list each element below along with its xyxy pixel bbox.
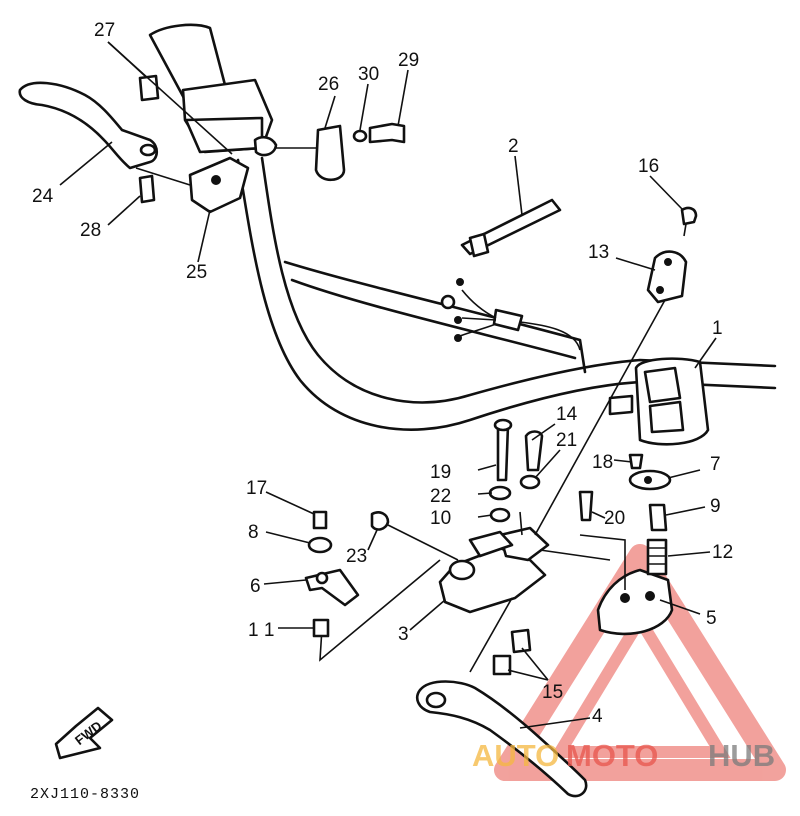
band-strap <box>460 198 562 258</box>
label-29: 29 <box>398 50 419 71</box>
label-8: 8 <box>248 522 259 543</box>
label-23: 23 <box>346 546 367 567</box>
label-11: 1 1 <box>248 620 274 641</box>
watermark-hub: HUB <box>708 738 775 773</box>
label-26: 26 <box>318 74 339 95</box>
label-20: 20 <box>604 508 625 529</box>
label-9: 9 <box>710 496 721 517</box>
label-1: 1 <box>712 318 723 339</box>
forward-direction-arrow: FWD <box>54 706 114 760</box>
label-2: 2 <box>508 136 519 157</box>
label-17: 17 <box>246 478 267 499</box>
label-5: 5 <box>706 608 717 629</box>
label-28: 28 <box>80 220 101 241</box>
small-parts-left <box>304 510 390 638</box>
label-16: 16 <box>638 156 659 177</box>
label-12: 12 <box>712 542 733 563</box>
left-lever-assembly <box>18 74 406 214</box>
watermark-auto: AUTO <box>472 738 559 773</box>
handlebar <box>148 23 777 431</box>
part-number-labels: 27 26 30 29 2 16 13 1 24 28 25 14 21 19 … <box>32 20 733 727</box>
label-10: 10 <box>430 508 451 529</box>
label-7: 7 <box>710 454 721 475</box>
label-3: 3 <box>398 624 409 645</box>
watermark-wordmark: AUTO MOTO HUB <box>472 738 775 773</box>
watermark-moto: MOTO <box>566 738 658 773</box>
label-21: 21 <box>556 430 577 451</box>
brake-switch-parts <box>534 299 674 636</box>
right-lever <box>416 597 588 798</box>
label-27: 27 <box>94 20 115 41</box>
label-30: 30 <box>358 64 379 85</box>
label-19: 19 <box>430 462 451 483</box>
label-14: 14 <box>556 404 578 425</box>
watermark-triangle <box>494 544 786 781</box>
diagram-code: 2XJ110-8330 <box>30 786 140 803</box>
label-22: 22 <box>430 486 451 507</box>
label-25: 25 <box>186 262 207 283</box>
switch-wiring <box>440 278 581 351</box>
right-switch-assembly <box>608 206 710 446</box>
label-4: 4 <box>592 706 603 727</box>
label-6: 6 <box>250 576 261 597</box>
leader-lines <box>59 41 717 729</box>
label-15: 15 <box>542 682 563 703</box>
brake-clamp-assembly <box>319 418 611 676</box>
label-24: 24 <box>32 186 54 207</box>
label-18: 18 <box>592 452 613 473</box>
label-13: 13 <box>588 242 609 263</box>
